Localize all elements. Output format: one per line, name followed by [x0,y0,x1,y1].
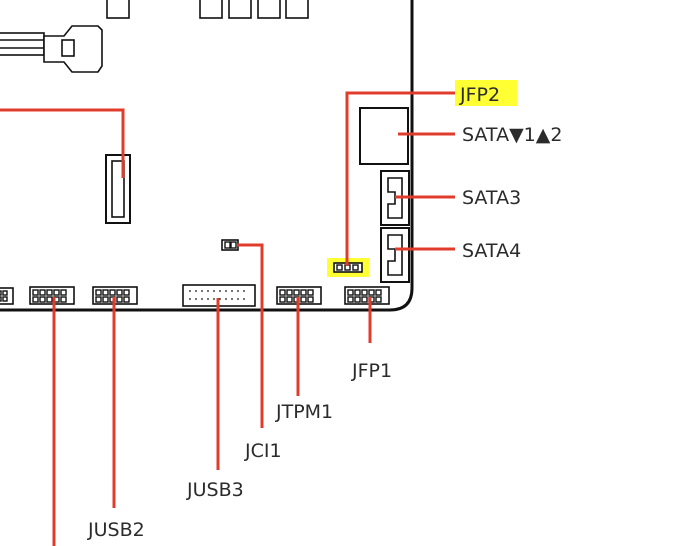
jtpm1-label: JTPM1 [275,401,333,423]
jusb2-label: JUSB2 [87,519,145,541]
top-connector-row [199,0,309,19]
jfp1-label: JFP1 [351,360,392,382]
jfp2-label-highlight [455,80,517,106]
sata12-connector [359,107,409,165]
jusb2-header [92,286,138,305]
jfp2-label: JFP2 [459,84,500,106]
jci1-leader-line [237,243,264,428]
jusb3-label: JUSB3 [186,479,244,501]
slot-leader-line [0,108,125,178]
jfp2-leader-line [345,91,455,266]
sata4-label: SATA4 [462,240,521,262]
jusb-header-a [29,286,75,305]
left-edge-header [0,287,14,305]
jusb3-header [182,284,256,307]
top-connector-small [106,0,130,19]
jfp1-header [344,286,390,305]
sata4-connector [380,227,410,283]
board-outline [0,0,414,312]
vertical-slot [105,154,131,224]
sata3-label: SATA3 [462,187,521,209]
sata12-label: SATA▼1▲2 [462,124,562,146]
jci1-label: JCI1 [244,440,282,462]
jci1-header [221,239,239,251]
m2-latch [0,25,103,73]
